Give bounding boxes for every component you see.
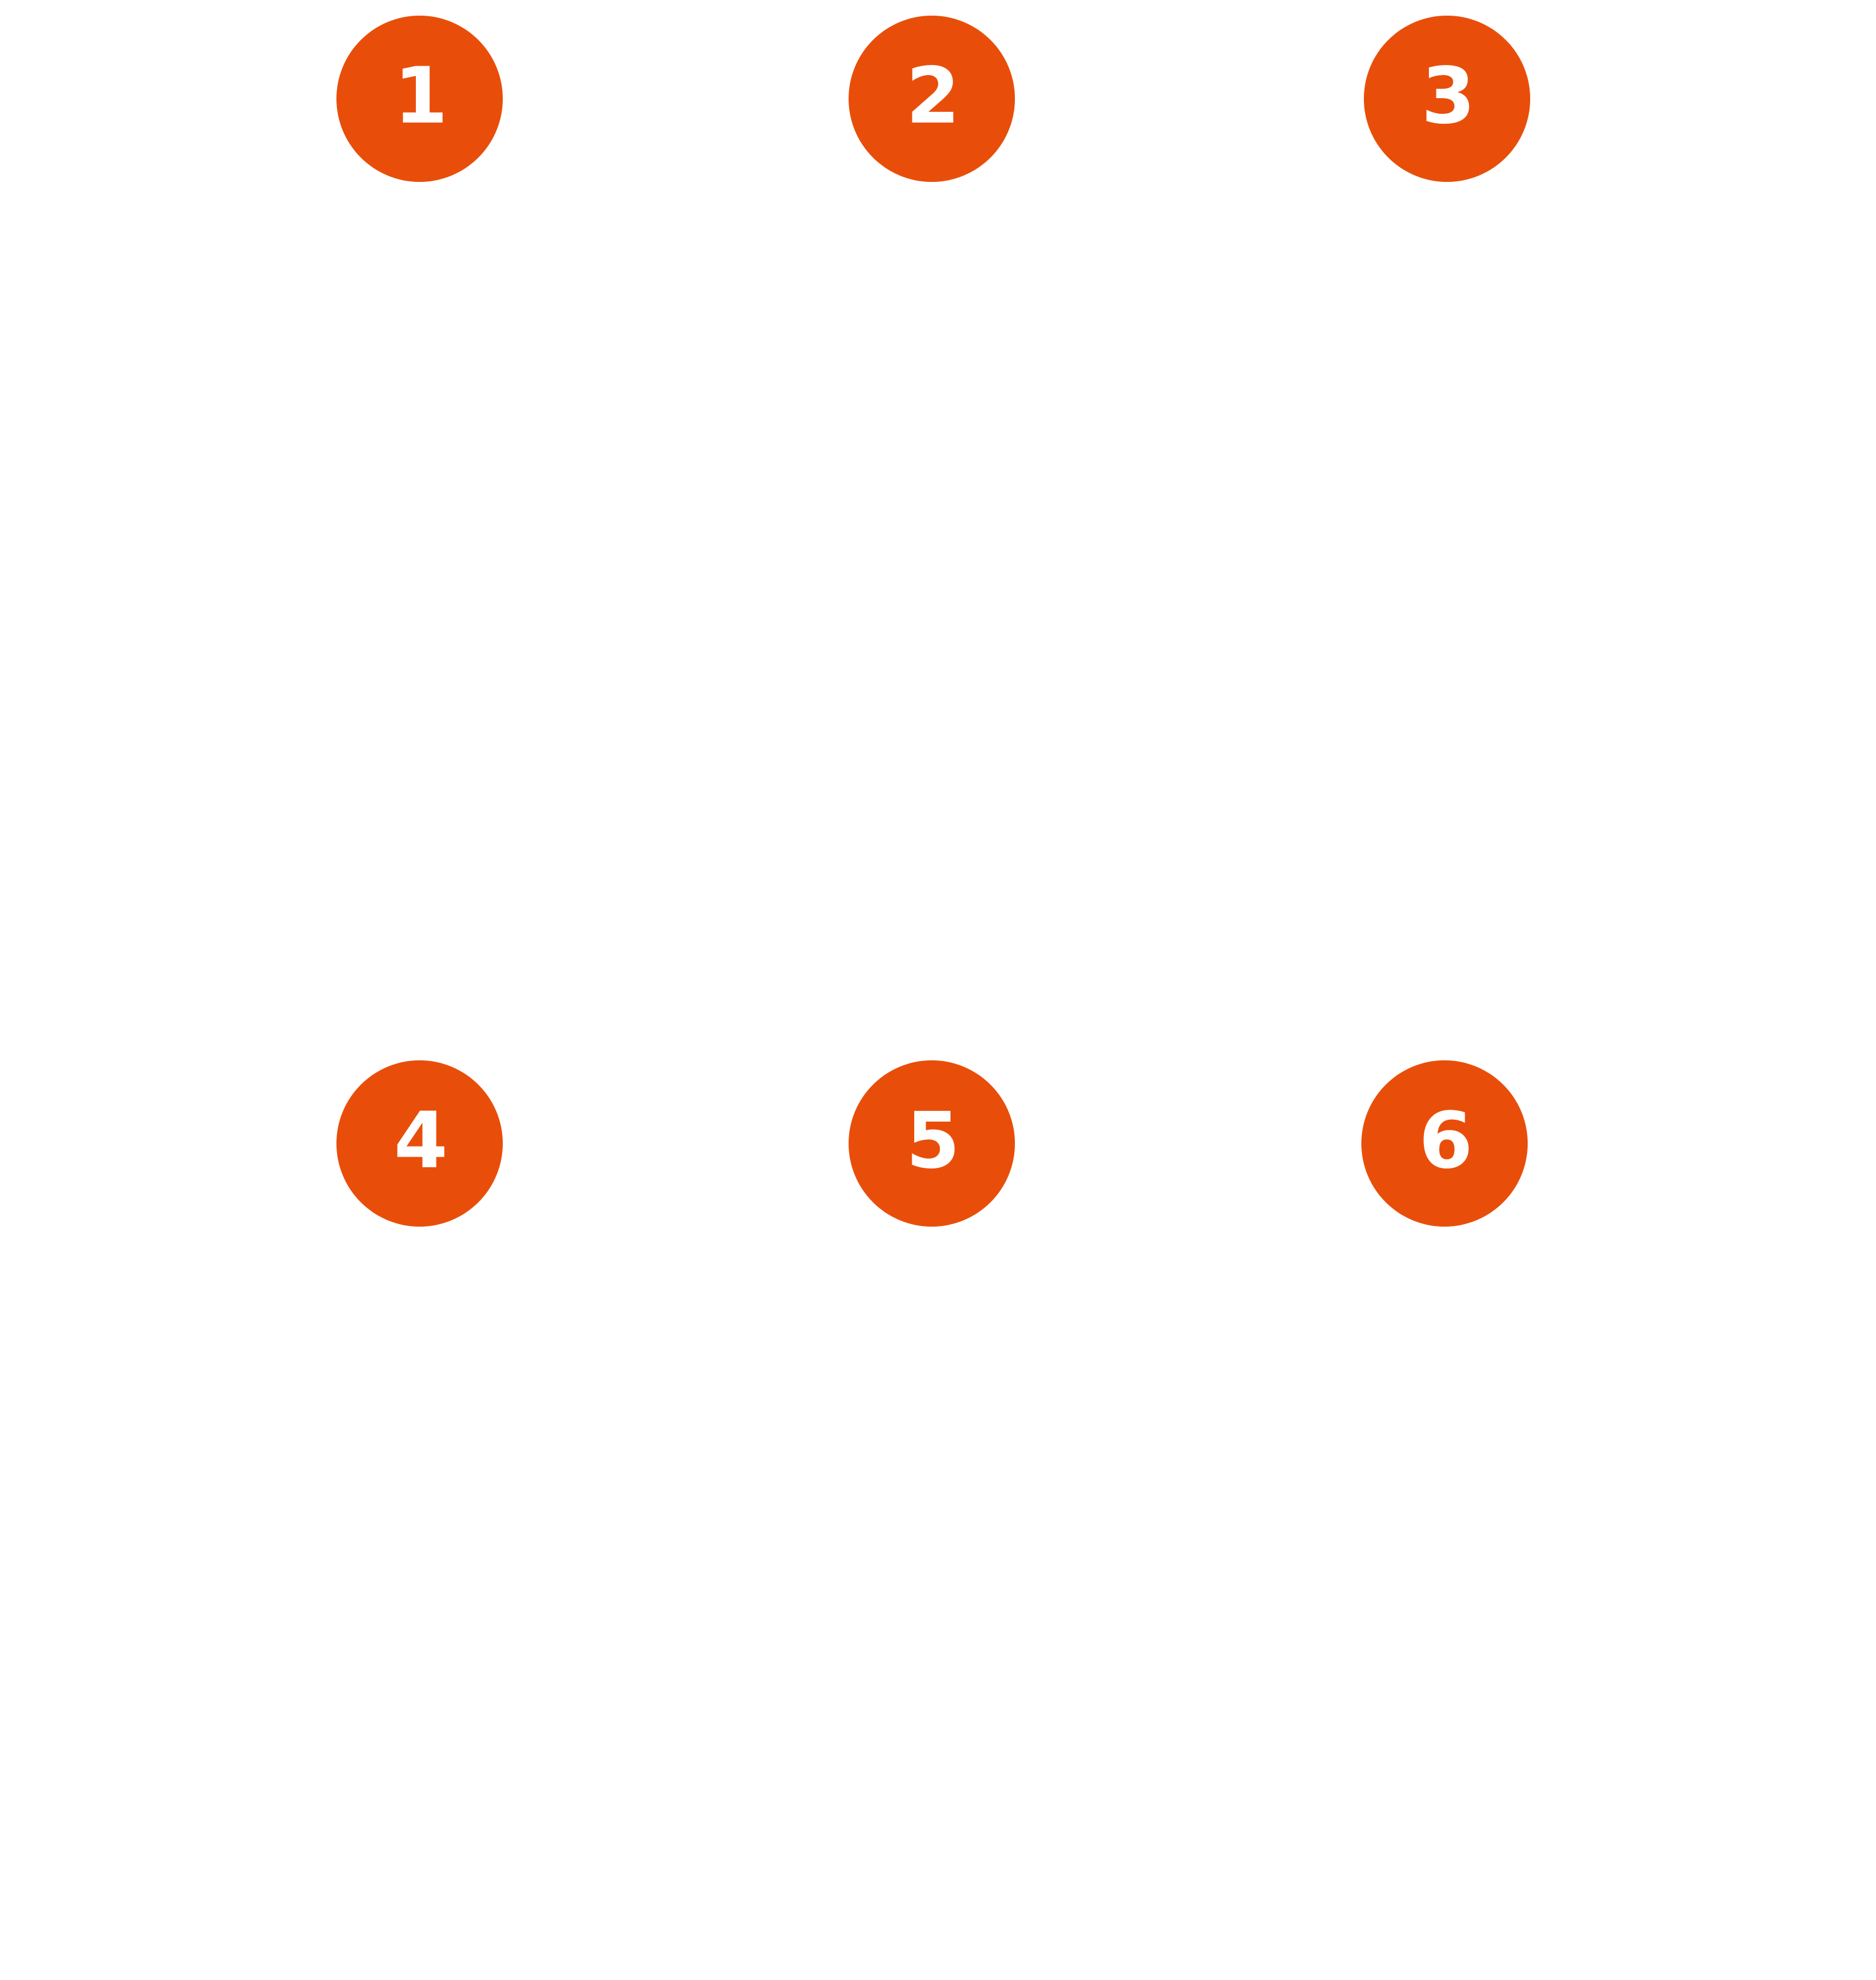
step-6-badge: 6 bbox=[1361, 1060, 1528, 1227]
step-4-number: 4 bbox=[393, 1096, 448, 1186]
step-6-number: 6 bbox=[1418, 1096, 1473, 1186]
step-5-badge: 5 bbox=[849, 1060, 1015, 1227]
step-2-badge: 2 bbox=[849, 16, 1015, 182]
step-5-number: 5 bbox=[905, 1096, 960, 1186]
step-1-badge: 1 bbox=[336, 16, 503, 182]
step-3-number: 3 bbox=[1421, 51, 1475, 141]
step-3-badge: 3 bbox=[1364, 16, 1530, 182]
step-2-number: 2 bbox=[905, 51, 960, 141]
step-4-badge: 4 bbox=[336, 1060, 503, 1227]
step-1-number: 1 bbox=[393, 51, 448, 141]
